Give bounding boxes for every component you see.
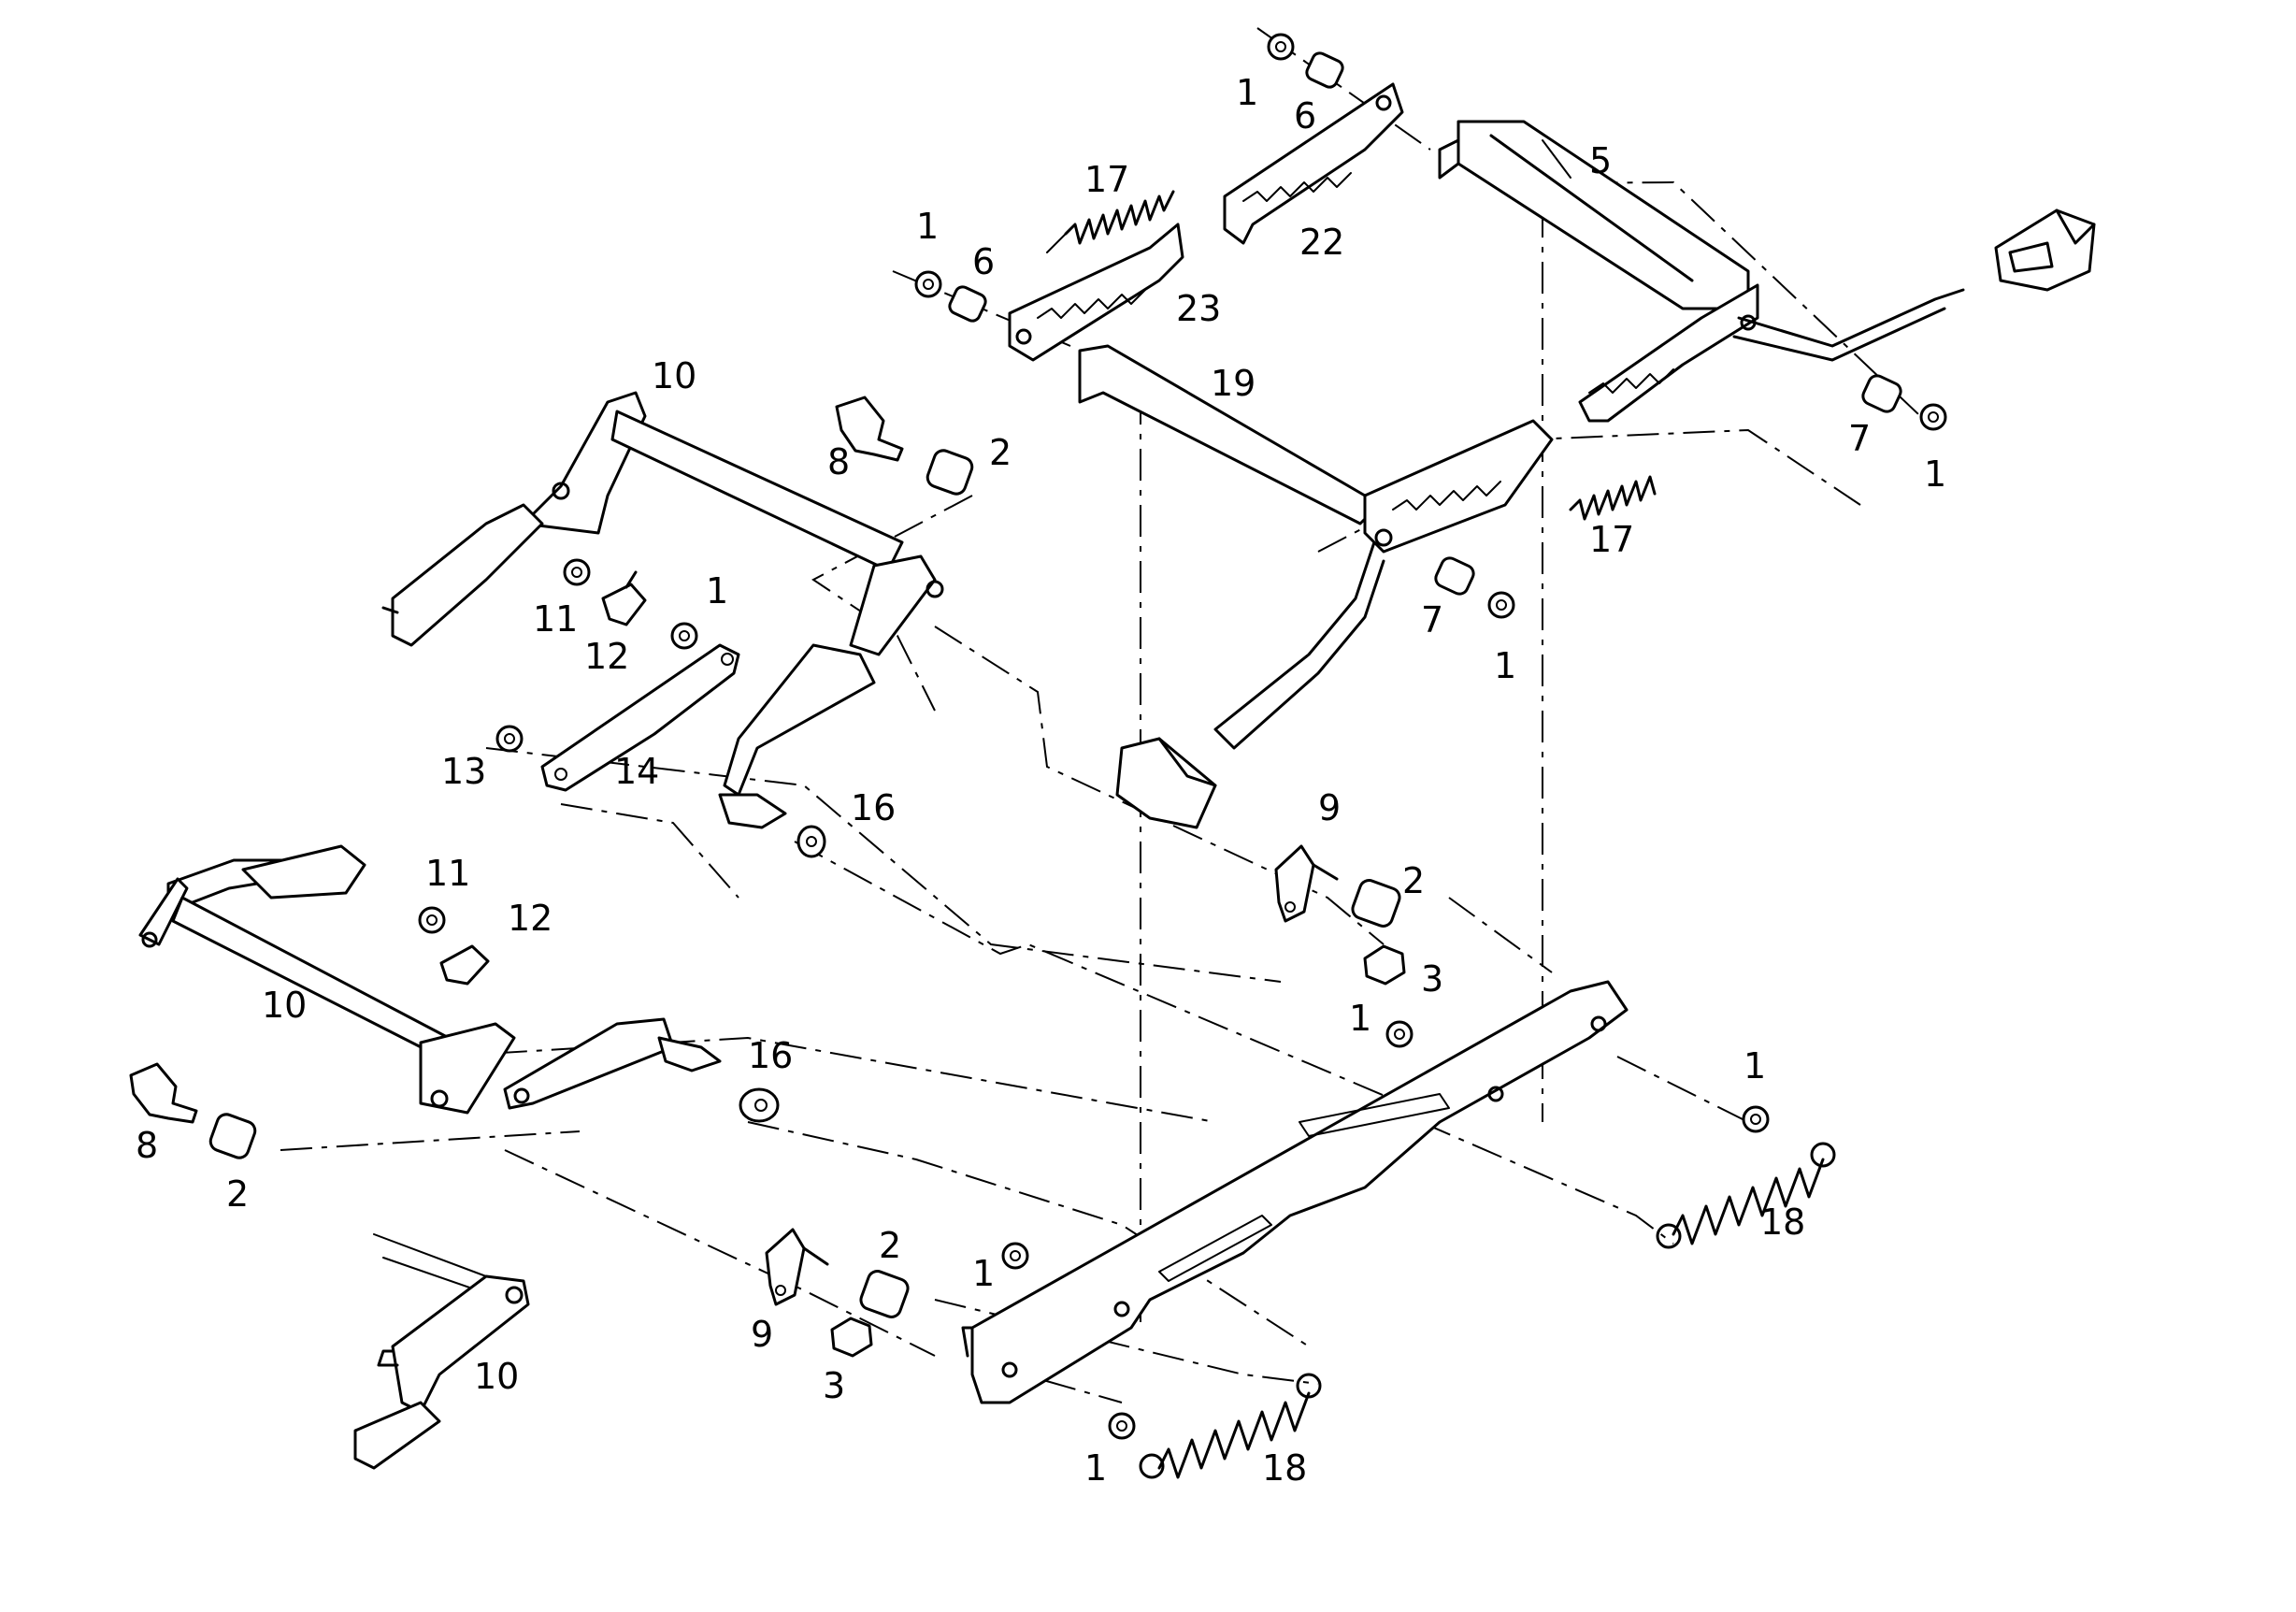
callout-label: 17 xyxy=(1589,519,1634,560)
bushing-2-b xyxy=(1351,879,1401,928)
callout-label: 2 xyxy=(989,432,1012,473)
callout-labels: 1 6 5 17 22 1 6 23 10 19 8 2 7 1 17 11 1… xyxy=(136,72,1946,1489)
callout-label: 19 xyxy=(1211,363,1256,404)
hardware xyxy=(129,33,1947,1440)
callout-label: 18 xyxy=(1760,1202,1805,1243)
washer-1-i xyxy=(1108,1412,1136,1440)
callout-label: 17 xyxy=(1084,159,1129,200)
lower-linkage-10 xyxy=(138,844,722,1115)
link-14 xyxy=(540,643,740,792)
bushing-7-b xyxy=(1434,556,1475,596)
pedal-bar-19 xyxy=(1078,344,1554,750)
callout-label: 9 xyxy=(1318,787,1341,828)
ratchet-plate-23 xyxy=(1008,223,1184,362)
detail-linkage-10 xyxy=(353,1233,530,1470)
callout-label: 1 xyxy=(706,570,728,612)
callout-label: 1 xyxy=(916,206,939,247)
callout-label: 2 xyxy=(879,1225,901,1266)
bushing-6-b xyxy=(948,285,987,323)
callout-label: 18 xyxy=(1262,1447,1307,1489)
callout-label: 1 xyxy=(1924,453,1946,495)
callout-label: 14 xyxy=(614,751,659,792)
callout-label: 3 xyxy=(823,1365,845,1406)
callout-label: 13 xyxy=(441,751,486,792)
callout-label: 7 xyxy=(1421,599,1443,640)
assembly-lines xyxy=(280,27,1936,1403)
washer-1-d xyxy=(670,622,698,650)
bushing-2-a xyxy=(926,449,974,496)
washer-1-b xyxy=(914,270,942,298)
washer-11-b xyxy=(418,906,446,934)
callout-label: 12 xyxy=(584,636,629,677)
spring-17-upper xyxy=(1046,190,1175,253)
bushing-2-c xyxy=(208,1113,257,1159)
callout-label: 16 xyxy=(748,1035,793,1076)
callout-label: 6 xyxy=(1294,95,1316,137)
callout-label: 1 xyxy=(1744,1045,1766,1087)
washer-1-e xyxy=(1487,591,1515,619)
callout-label: 1 xyxy=(1494,645,1516,686)
washer-13 xyxy=(495,725,524,753)
spring-18-right xyxy=(1656,1142,1836,1249)
callout-label: 22 xyxy=(1299,222,1344,263)
callout-label: 1 xyxy=(972,1253,995,1294)
nut-3-b xyxy=(830,1317,873,1358)
washer-16-a xyxy=(796,825,826,858)
spring-18-left xyxy=(1139,1373,1322,1479)
callout-label: 2 xyxy=(1402,860,1425,901)
upper-linkage-10 xyxy=(381,391,944,829)
washer-16-b xyxy=(739,1087,780,1123)
crank-9-b xyxy=(765,1228,829,1306)
callout-label: 1 xyxy=(1349,998,1371,1039)
pedal-pad-right xyxy=(1994,209,2096,292)
callout-label: 3 xyxy=(1421,958,1443,1000)
callout-label: 7 xyxy=(1848,418,1871,459)
right-pedal-arm xyxy=(1578,283,1965,423)
washer-11-a xyxy=(563,558,591,586)
bushing-7-a xyxy=(1861,374,1902,413)
washer-1-h xyxy=(1001,1242,1029,1270)
pedal-pad-left xyxy=(1115,737,1217,829)
callout-label: 10 xyxy=(474,1356,519,1397)
callout-label: 16 xyxy=(851,787,896,828)
ratchet-plate-22 xyxy=(1223,82,1404,245)
bushing-2-d xyxy=(859,1270,910,1318)
callout-label: 9 xyxy=(751,1314,773,1355)
washer-1-f xyxy=(1385,1020,1413,1048)
callout-label: 1 xyxy=(1236,72,1258,113)
bolt-8-a xyxy=(835,396,904,462)
crank-9-a xyxy=(1274,844,1339,923)
callout-label: 11 xyxy=(425,853,470,894)
washer-1-g xyxy=(1742,1105,1770,1133)
washer-1-c xyxy=(1919,403,1947,431)
callout-label: 11 xyxy=(533,598,578,640)
pin-12-a xyxy=(601,570,647,626)
callout-label: 6 xyxy=(972,241,995,282)
washer-1-a xyxy=(1267,33,1295,61)
callout-label: 8 xyxy=(827,441,850,482)
bushing-6-a xyxy=(1305,51,1344,89)
pin-12-b xyxy=(439,944,490,986)
callout-label: 2 xyxy=(226,1173,249,1215)
callout-label: 10 xyxy=(262,985,307,1026)
callout-label: 12 xyxy=(508,898,552,939)
bolt-8-b xyxy=(129,1062,198,1124)
callout-label: 1 xyxy=(1084,1447,1107,1489)
nut-3-a xyxy=(1363,944,1406,986)
callout-label: 23 xyxy=(1176,288,1221,329)
callout-label: 8 xyxy=(136,1125,158,1166)
callout-label: 5 xyxy=(1589,140,1612,181)
base-rail xyxy=(961,980,1629,1404)
spring-17-lower xyxy=(1569,475,1657,521)
callout-label: 10 xyxy=(652,355,696,396)
